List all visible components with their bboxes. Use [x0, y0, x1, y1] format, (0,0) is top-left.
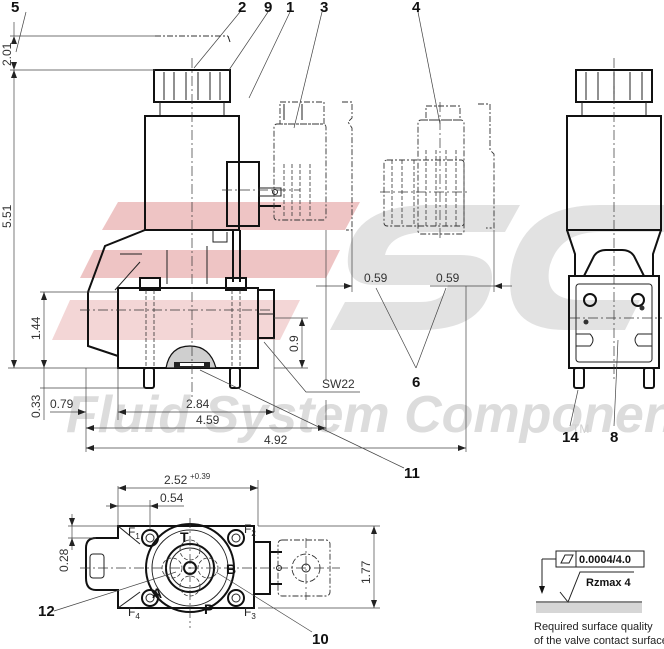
dim-2-52-tol: +0.39	[190, 472, 211, 481]
port-T: T	[180, 529, 189, 545]
callout-3: 3	[320, 0, 328, 16]
dim-0-9: 0.9	[287, 335, 301, 352]
sw22-label: SW22	[322, 377, 355, 391]
fix-F4: F4	[128, 605, 140, 621]
callout-10: 10	[312, 631, 329, 648]
surface-note-line1: Required surface quality	[534, 621, 653, 633]
fix-F2: F2	[244, 522, 256, 538]
dim-2-52: 2.52	[164, 473, 188, 487]
port-P: P	[204, 601, 213, 617]
callout-2: 2	[238, 0, 246, 16]
roughness-value: Rzmax 4	[586, 577, 632, 589]
watermark-logo: Fluid System Components TM	[52, 202, 664, 444]
port-B: B	[226, 561, 236, 577]
dim-2-84: 2.84	[186, 397, 210, 411]
callout-9: 9	[264, 0, 272, 16]
callout-11: 11	[404, 465, 420, 482]
fix-F3: F3	[244, 605, 256, 621]
callout-4: 4	[412, 0, 421, 16]
roughness-icon	[559, 571, 634, 603]
callout-leaders	[15, 11, 441, 469]
surface-quality-spec: 0.0004/4.0 Rzmax 4 Required surface qual…	[534, 550, 664, 647]
watermark-tm: TM	[572, 422, 589, 436]
flatness-value: 0.0004/4.0	[579, 554, 631, 566]
dim-4-92: 4.92	[264, 433, 288, 447]
side-view	[80, 35, 353, 400]
front-view	[566, 58, 662, 427]
dim-0-59-a: 0.59	[364, 271, 388, 285]
port-A: A	[152, 585, 162, 601]
callout-14: 14	[562, 429, 579, 446]
dim-4-59: 4.59	[196, 413, 220, 427]
dim-1-44: 1.44	[29, 316, 43, 340]
dim-5-51: 5.51	[0, 204, 14, 228]
callouts: 5 2 9 1 3 4 6 11 14 8 12 10	[11, 0, 618, 648]
callout-6: 6	[412, 374, 420, 391]
fix-F1: F1	[128, 525, 140, 541]
top-view: T B A P F1 F2 F3 F4	[80, 518, 340, 628]
dim-0-33: 0.33	[29, 394, 43, 418]
connector-variant-view: 0.59 0.59	[316, 102, 512, 369]
callout-12: 12	[38, 603, 55, 620]
callout-5: 5	[11, 0, 19, 16]
top-view-dimensions: 2.52 +0.39 0.54 0.28 1.77	[53, 472, 380, 633]
dim-2-01: 2.01	[0, 42, 14, 66]
flatness-icon	[560, 554, 574, 564]
dim-0-54: 0.54	[160, 491, 184, 505]
dim-0-28: 0.28	[57, 548, 71, 572]
watermark-text: Fluid System Components	[66, 386, 664, 444]
dim-0-79: 0.79	[50, 397, 74, 411]
callout-8: 8	[610, 429, 618, 446]
surface-note-line2: of the valve contact surface	[534, 635, 664, 647]
dim-0-59-b: 0.59	[436, 271, 460, 285]
dimension-arrowheads	[11, 36, 502, 608]
callout-1: 1	[286, 0, 294, 16]
dim-1-77: 1.77	[359, 560, 373, 584]
side-view-dimensions: 2.01 5.51 1.44 0.33 0.79 2.84 4.59 4.92 …	[0, 22, 467, 452]
